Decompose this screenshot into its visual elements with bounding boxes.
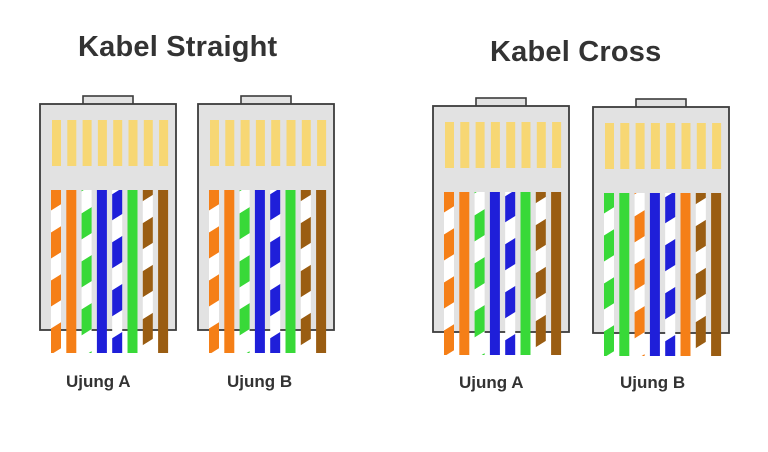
wire-white-blue (505, 192, 516, 355)
wire-white-orange (634, 193, 645, 356)
contact-pin (52, 120, 61, 166)
wire-orange (66, 190, 77, 353)
contact-pin (113, 120, 123, 166)
contact-pin (301, 120, 311, 166)
contact-pin (650, 123, 660, 169)
cross-cable-title: Kabel Cross (490, 36, 662, 68)
contact-pin (445, 122, 454, 168)
wire-white-brown (142, 190, 153, 353)
wire-white-brown (300, 190, 311, 353)
straight-plug-b-label: Ujung B (227, 372, 293, 391)
rj45-connector-icon (592, 98, 730, 356)
straight-cable-title: Kabel Straight (78, 31, 278, 63)
contact-pin (225, 120, 235, 166)
contact-pin (506, 122, 516, 168)
cross-plug-b-label: Ujung B (620, 373, 686, 392)
contact-pin (552, 122, 562, 168)
connector-body (39, 103, 177, 331)
contact-pin (666, 123, 676, 169)
connector-body (197, 103, 335, 331)
contact-pin (475, 122, 485, 168)
contact-pin (67, 120, 77, 166)
contact-pin (255, 120, 265, 166)
cross-plug-b (592, 98, 732, 357)
wire-green (520, 192, 531, 355)
rj45-connector-icon (39, 95, 177, 353)
wire-white-green (604, 193, 614, 356)
contact-pin (605, 123, 614, 169)
wire-white-orange (209, 190, 219, 353)
wire-blue (489, 192, 500, 355)
cross-plug-a-label: Ujung A (459, 373, 524, 392)
contact-pin (681, 123, 691, 169)
straight-plug-a-label: Ujung A (66, 372, 131, 391)
contact-pin (240, 120, 250, 166)
straight-plug-b (197, 95, 337, 354)
contact-pin (286, 120, 296, 166)
wire-brown (551, 192, 562, 355)
wire-orange (680, 193, 691, 356)
wire-white-blue (112, 190, 123, 353)
contact-pin (82, 120, 92, 166)
contact-pin (712, 123, 722, 169)
contact-pin (143, 120, 153, 166)
wire-brown (158, 190, 169, 353)
wire-orange (459, 192, 470, 355)
wire-white-green (239, 190, 250, 353)
wire-brown (711, 193, 722, 356)
contact-pin (696, 123, 706, 169)
wire-brown (316, 190, 327, 353)
wire-white-orange (444, 192, 454, 355)
connector-body (592, 106, 730, 334)
contact-pin (460, 122, 470, 168)
wire-blue (649, 193, 660, 356)
contact-pin (635, 123, 645, 169)
cross-plug-a (432, 97, 572, 356)
wire-white-brown (695, 193, 706, 356)
connector-body (432, 105, 570, 333)
contact-pin (159, 120, 169, 166)
wire-white-green (474, 192, 485, 355)
wire-white-brown (535, 192, 546, 355)
wire-blue (254, 190, 265, 353)
contact-pin (128, 120, 138, 166)
wire-orange (224, 190, 235, 353)
wire-green (285, 190, 296, 353)
wire-green (619, 193, 630, 356)
contact-pin (97, 120, 107, 166)
contact-pin (490, 122, 500, 168)
wire-white-orange (51, 190, 61, 353)
contact-pin (620, 123, 630, 169)
rj45-connector-icon (432, 97, 570, 355)
wire-white-blue (270, 190, 281, 353)
wire-white-green (81, 190, 92, 353)
wire-white-blue (665, 193, 676, 356)
straight-plug-a (39, 95, 179, 354)
contact-pin (317, 120, 327, 166)
contact-pin (536, 122, 546, 168)
wire-green (127, 190, 138, 353)
contact-pin (210, 120, 219, 166)
rj45-connector-icon (197, 95, 335, 353)
contact-pin (271, 120, 281, 166)
contact-pin (521, 122, 531, 168)
wire-blue (96, 190, 107, 353)
